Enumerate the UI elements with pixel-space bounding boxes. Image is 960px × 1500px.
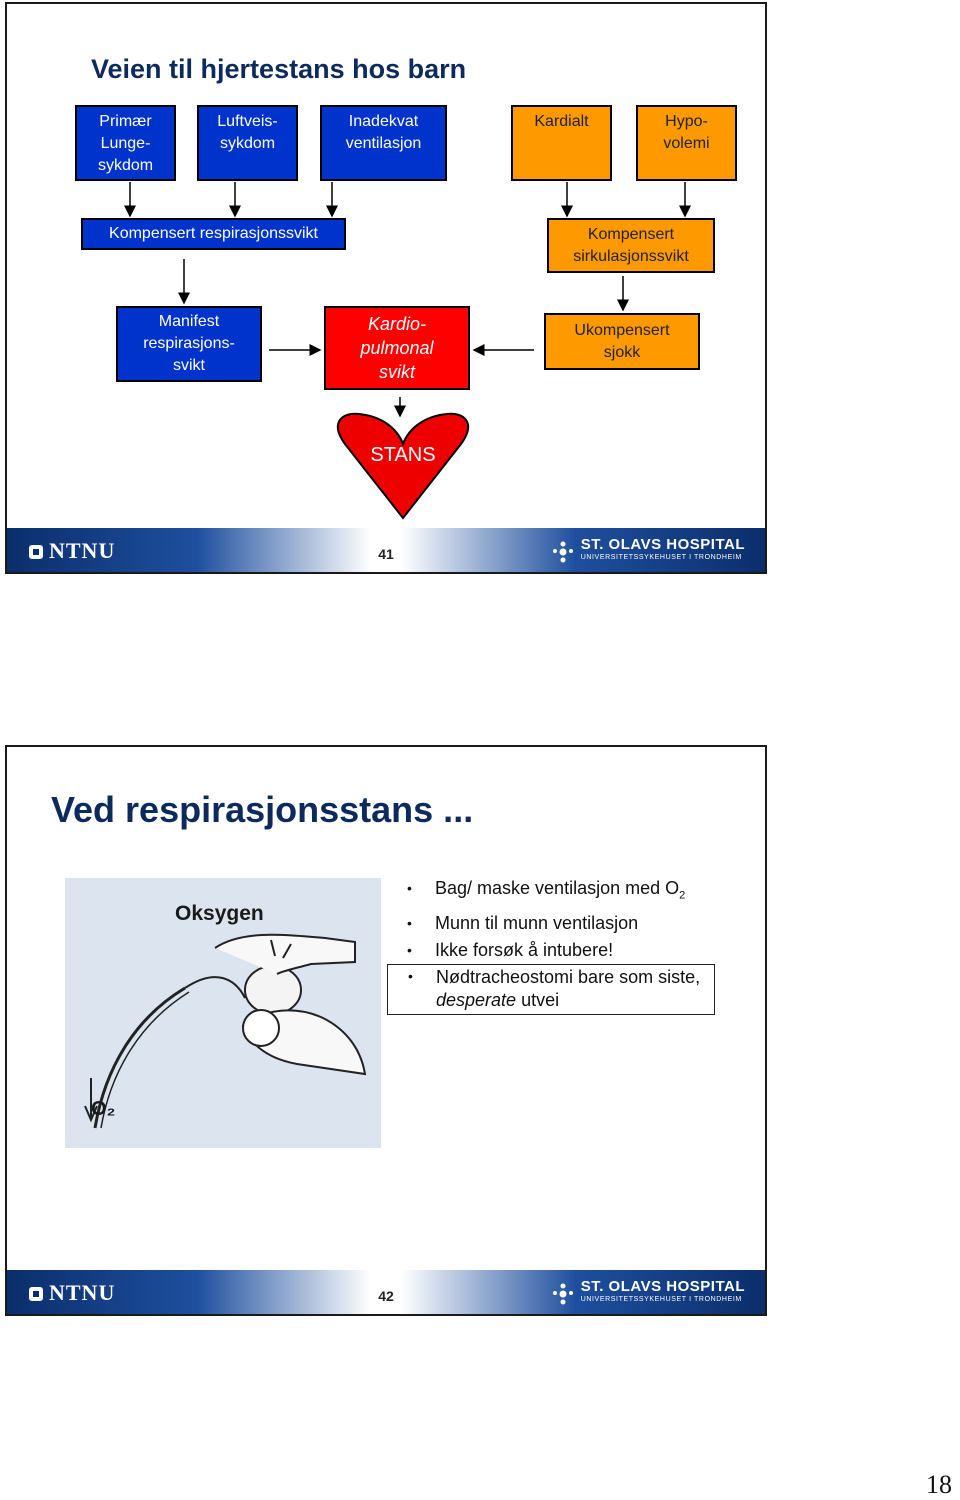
box-kardiopulmonal-svikt: Kardio- pulmonal svikt <box>324 306 470 390</box>
box-manifest-respirasjonssvikt: Manifest respirasjons- svikt <box>116 306 262 382</box>
slide-41: Veien til hjertestans hos barn Primær Lu… <box>5 2 767 574</box>
box-kompensert-respirasjonssvikt: Kompensert respirasjonssvikt <box>81 218 346 250</box>
picture-label-oksygen: Oksygen <box>175 902 264 925</box>
slide-footer: NTNU 42 ST. OLAVS HOSPITAL UNIVERSITETSS… <box>7 1270 765 1314</box>
ntnu-logo-icon <box>29 545 43 559</box>
box-ukompensert-sjokk: Ukompensert sjokk <box>544 313 700 370</box>
box-hypovolemi: Hypo- volemi <box>636 105 737 181</box>
slide-title: Veien til hjertestans hos barn <box>91 54 467 84</box>
box-luftveissykdom: Luftveis- sykdom <box>197 105 298 181</box>
st-olavs-dots-icon <box>552 1283 573 1305</box>
document-page-number: 18 <box>926 1470 952 1499</box>
box-kardialt: Kardialt <box>511 105 612 181</box>
slide-page-number: 42 <box>378 1288 394 1304</box>
box-primar-lungesykdom: Primær Lunge- sykdom <box>75 105 176 181</box>
bag-mask-illustration: Oksygen O₂ <box>65 878 381 1148</box>
bullet-bag-mask: Bag/ maske ventilasjon med O2 <box>405 875 715 910</box>
slide-title: Ved respirasjonsstans ... <box>51 789 474 830</box>
picture-label-o2: O₂ <box>91 1098 116 1120</box>
st-olavs-logo: ST. OLAVS HOSPITAL UNIVERSITETSSYKEHUSET… <box>552 537 745 563</box>
bullet-nodtracheostomi: Nødtracheostomi bare som siste,desperate… <box>387 963 716 1015</box>
bullet-ikke-intubere: Ikke forsøk å intubere! <box>405 937 715 964</box>
bullet-list: Bag/ maske ventilasjon med O2 Munn til m… <box>387 875 716 1015</box>
box-kompensert-sirkulasjonssvikt: Kompensert sirkulasjonssvikt <box>547 218 715 273</box>
st-olavs-logo: ST. OLAVS HOSPITAL UNIVERSITETSSYKEHUSET… <box>552 1279 745 1305</box>
bullet-munn-til-munn: Munn til munn ventilasjon <box>405 910 715 937</box>
slide-page-number: 41 <box>378 546 394 562</box>
slide-footer: NTNU 41 ST. OLAVS HOSPITAL UNIVERSITETSS… <box>7 528 765 572</box>
slide-42: Ved respirasjonsstans ... Oksygen O₂ Bag… <box>5 745 767 1316</box>
st-olavs-dots-icon <box>552 541 573 563</box>
box-inadekvat-ventilasjon: Inadekvat ventilasjon <box>320 105 447 181</box>
ntnu-logo: NTNU <box>29 1280 115 1306</box>
bag-mask-drawing <box>65 878 381 1148</box>
ntnu-logo: NTNU <box>29 538 115 564</box>
ntnu-logo-icon <box>29 1287 43 1301</box>
flow-arrows <box>124 182 691 520</box>
heart-shape <box>337 412 469 520</box>
stans-label: STANS <box>370 444 436 466</box>
